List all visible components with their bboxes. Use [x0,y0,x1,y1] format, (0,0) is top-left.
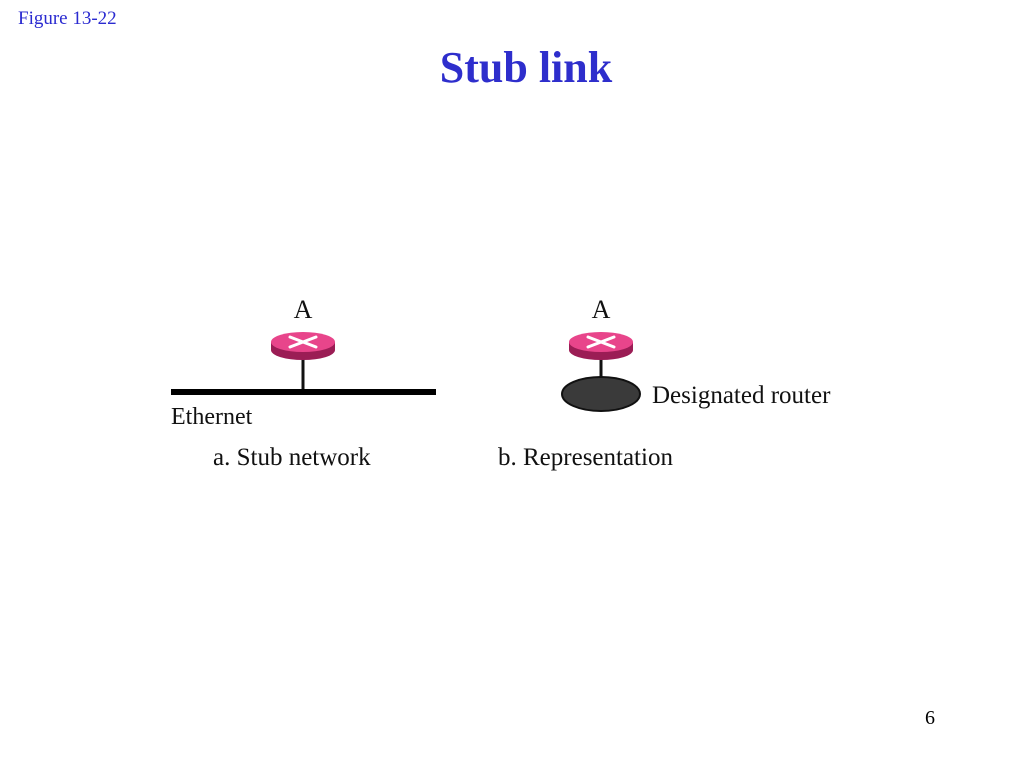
page-number: 6 [925,707,935,729]
router-icon [569,332,633,360]
router-a-label: A [592,295,611,324]
ethernet-label: Ethernet [171,404,253,430]
router-a-label: A [294,295,313,324]
ethernet-bus [171,389,436,395]
designated-router-label: Designated router [652,382,831,409]
panel-representation: A Designated router b. Representation [498,295,831,471]
caption-representation: b. Representation [498,444,673,471]
caption-stub-network: a. Stub network [213,444,371,471]
router-icon [271,332,335,360]
designated-router-node [561,376,641,412]
panel-stub-network: A Ethernet a. Stub network [171,295,436,471]
figure-label: Figure 13-22 [18,8,117,29]
page-title: Stub link [439,43,613,92]
